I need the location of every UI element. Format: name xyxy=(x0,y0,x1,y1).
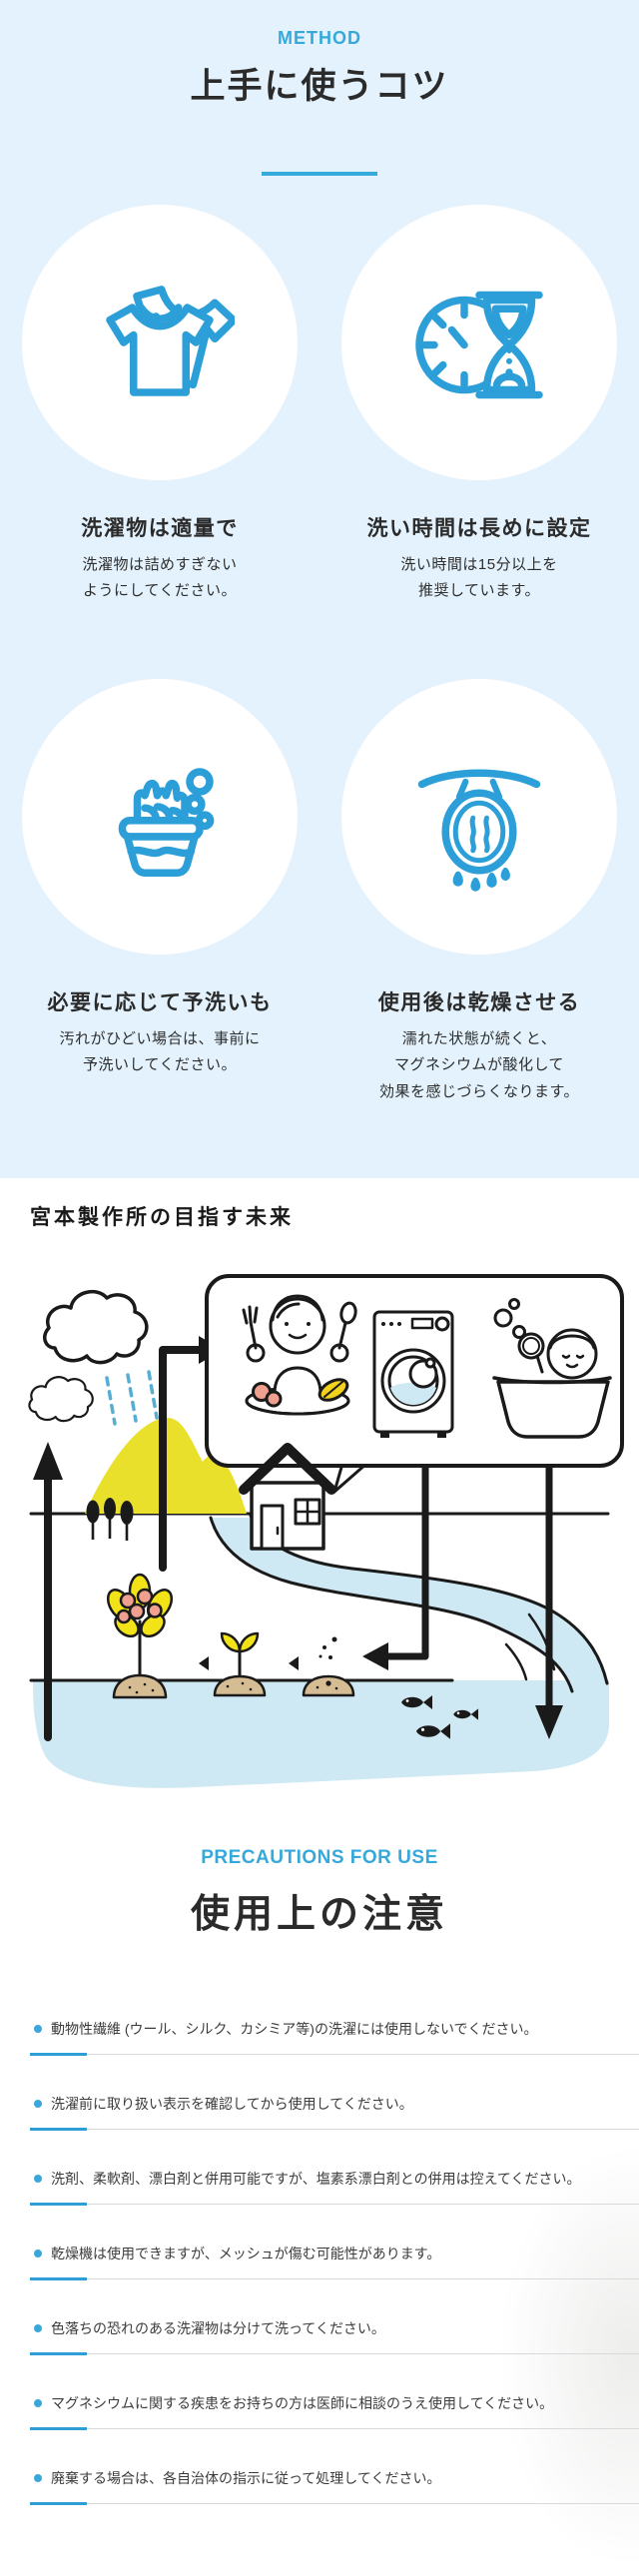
precaution-item: 廃棄する場合は、各自治体の指示に従って処理してください。 xyxy=(0,2468,639,2505)
fish-group xyxy=(401,1695,478,1739)
future-section-title: 宮本製作所の目指す未来 xyxy=(30,1206,294,1229)
card-circle xyxy=(341,679,617,955)
precaution-text: 廃棄する場合は、各自治体の指示に従って処理してください。 xyxy=(51,2470,441,2486)
card-circle xyxy=(22,205,298,480)
card-title: 使用後は乾燥させる xyxy=(377,991,581,1014)
rain-cloud xyxy=(28,1289,149,1423)
bullet-icon xyxy=(34,2399,42,2407)
groundwater xyxy=(33,1680,609,1788)
evaporation-arrow xyxy=(33,1442,63,1741)
precaution-text: 動物性繊維 (ウール、シルク、カシミア等)の洗濯には使用しないでください。 xyxy=(51,2021,538,2037)
divider xyxy=(30,2053,639,2056)
precautions-list: 動物性繊維 (ウール、シルク、カシミア等)の洗濯には使用しないでください。 洗濯… xyxy=(0,2019,639,2543)
trees xyxy=(86,1498,134,1541)
card-title: 必要に応じて予洗いも xyxy=(47,991,273,1014)
precaution-text: 洗剤、柔軟剤、漂白剤と併用可能ですが、塩素系漂白剤との併用は控えてください。 xyxy=(51,2171,581,2187)
washer-drain-arrow xyxy=(362,1458,429,1670)
bathing-scene xyxy=(492,1298,612,1439)
precaution-text: 洗濯前に取り扱い表示を確認してから使用してください。 xyxy=(51,2096,413,2112)
method-card-dry-after-use: 使用後は乾燥させる 濡れた状態が続くと、 マグネシウムが酸化して 効果を感じづら… xyxy=(320,679,639,1105)
precaution-text: 色落ちの恐れのある洗濯物は分けて洗ってください。 xyxy=(51,2320,385,2336)
card-desc: 濡れた状態が続くと、 マグネシウムが酸化して 効果を感じづらくなります。 xyxy=(378,1030,579,1100)
method-title: 上手に使うコツ xyxy=(190,67,449,106)
card-desc: 洗濯物は詰めすぎない ようにしてください。 xyxy=(82,556,238,600)
precautions-title: 使用上の注意 xyxy=(190,1893,448,1936)
child-eating-scene xyxy=(242,1294,357,1416)
hourglass-clock-icon xyxy=(415,291,543,399)
card-desc: 汚れがひどい場合は、事前に 予洗いしてください。 xyxy=(59,1030,261,1074)
river-flow-lines xyxy=(504,1612,556,1681)
method-card-wash-time: 洗い時間は長めに設定 洗い時間は15分以上を 推奨しています。 xyxy=(320,205,639,605)
divider xyxy=(30,2502,639,2505)
divider xyxy=(30,2203,639,2206)
card-title: 洗濯物は適量で xyxy=(81,517,239,540)
divider xyxy=(30,2352,639,2355)
bullet-icon xyxy=(34,2250,42,2257)
bullet-icon xyxy=(34,2474,42,2482)
background-gradient xyxy=(499,2147,639,2566)
drying-pouch-icon xyxy=(417,769,541,892)
washing-machine-scene xyxy=(372,1310,454,1438)
card-circle xyxy=(341,205,617,480)
card-desc: 洗い時間は15分以上を 推奨しています。 xyxy=(400,556,558,600)
bullet-icon xyxy=(34,2100,42,2108)
precaution-text: マグネシウムに関する疾患をお持ちの方は医師に相談のうえ使用してください。 xyxy=(51,2395,554,2411)
tshirt-icon xyxy=(106,286,235,396)
rain xyxy=(105,1370,159,1426)
house xyxy=(239,1443,336,1551)
method-card-laundry-amount: 洗濯物は適量で 洗濯物は詰めすぎない ようにしてください。 xyxy=(0,205,320,605)
precaution-item: 洗濯前に取り扱い表示を確認してから使用してください。 xyxy=(0,2094,639,2131)
bullet-icon xyxy=(34,2324,42,2332)
method-eyebrow: METHOD xyxy=(278,28,361,48)
precaution-item: 洗剤、柔軟剤、漂白剤と併用可能ですが、塩素系漂白剤との併用は控えてください。 xyxy=(0,2169,639,2206)
divider xyxy=(30,2128,639,2131)
wash-basin-icon xyxy=(118,768,215,877)
plant-growth-stages xyxy=(106,1573,355,1699)
divider xyxy=(30,2427,639,2430)
card-title: 洗い時間は長めに設定 xyxy=(366,517,592,540)
precaution-item: マグネシウムに関する疾患をお持ちの方は医師に相談のうえ使用してください。 xyxy=(0,2393,639,2430)
precaution-item: 色落ちの恐れのある洗濯物は分けて洗ってください。 xyxy=(0,2318,639,2355)
speech-bubble-tail xyxy=(332,1462,368,1494)
method-section: METHOD 上手に使うコツ 洗濯物は適量で 洗濯物は詰めすぎない ようにしてく… xyxy=(0,0,639,1178)
bullet-icon xyxy=(34,2025,42,2033)
water-cycle-ecosystem-illustration xyxy=(28,1274,624,1788)
precautions-eyebrow: PRECAUTIONS FOR USE xyxy=(201,1847,438,1868)
precaution-text: 乾燥機は使用できますが、メッシュが傷む可能性があります。 xyxy=(51,2246,441,2261)
divider xyxy=(30,2277,639,2280)
precaution-item: 動物性繊維 (ウール、シルク、カシミア等)の洗濯には使用しないでください。 xyxy=(0,2019,639,2056)
bullet-icon xyxy=(34,2175,42,2183)
method-card-prewash: 必要に応じて予洗いも 汚れがひどい場合は、事前に 予洗いしてください。 xyxy=(0,679,320,1079)
card-circle xyxy=(22,679,298,955)
bath-drain-arrow xyxy=(535,1458,563,1739)
title-underline xyxy=(262,172,377,176)
precaution-item: 乾燥機は使用できますが、メッシュが傷む可能性があります。 xyxy=(0,2244,639,2280)
